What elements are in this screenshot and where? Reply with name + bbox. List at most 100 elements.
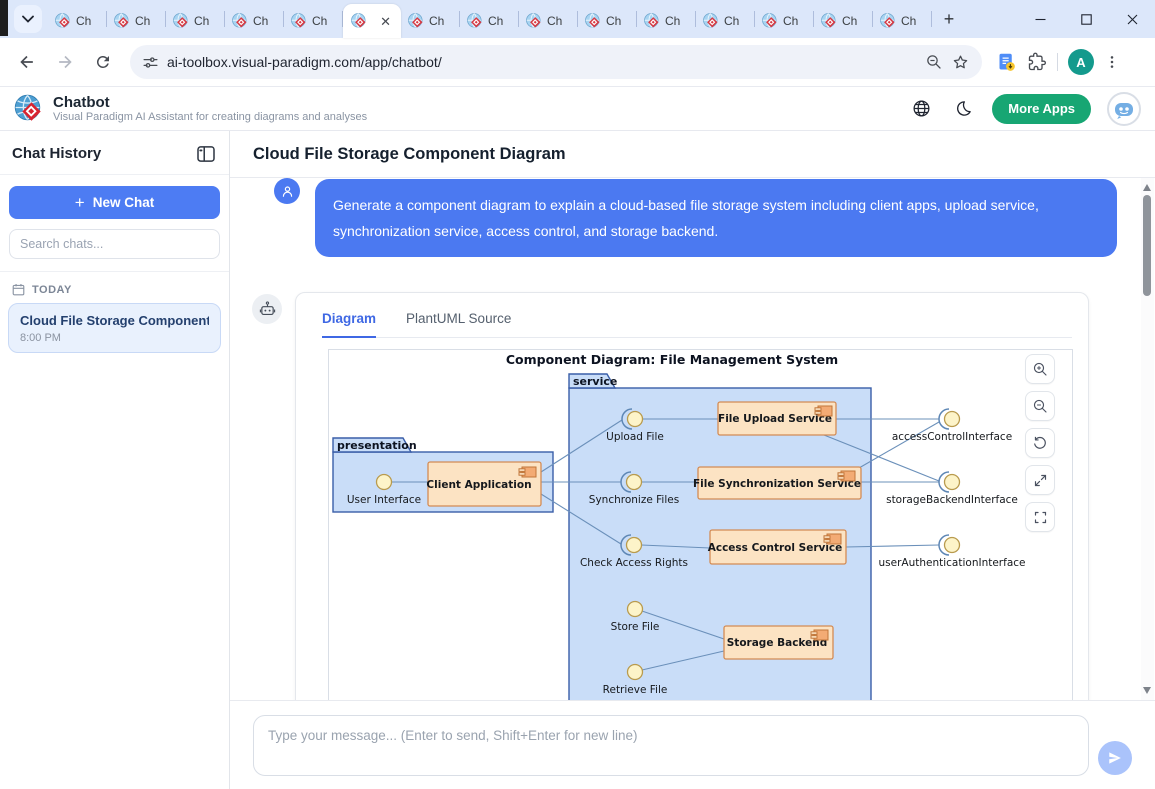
- new-chat-button[interactable]: + New Chat: [9, 186, 220, 219]
- scrollbar-down-arrow[interactable]: [1143, 687, 1151, 694]
- browser-tab-active[interactable]: ✕: [343, 4, 401, 38]
- fullscreen-button[interactable]: [1025, 502, 1055, 532]
- tab-title: Ch: [429, 14, 444, 28]
- browser-tab[interactable]: Ch: [225, 4, 283, 38]
- browser-tab[interactable]: Ch: [107, 4, 165, 38]
- visual-paradigm-favicon: [55, 13, 71, 29]
- reload-button[interactable]: [86, 45, 120, 79]
- user-avatar: [274, 178, 300, 204]
- chat-history-item[interactable]: Cloud File Storage Component ... 8:00 PM: [8, 303, 221, 353]
- browser-tab[interactable]: Ch: [284, 4, 342, 38]
- more-apps-button[interactable]: More Apps: [992, 94, 1091, 124]
- scrollbar-up-arrow[interactable]: [1143, 184, 1151, 191]
- browser-tab[interactable]: Ch: [814, 4, 872, 38]
- close-window-button[interactable]: [1109, 0, 1155, 38]
- browser-toolbar: ai-toolbox.visual-paradigm.com/app/chatb…: [0, 38, 1155, 87]
- svg-text:Store File: Store File: [611, 621, 660, 633]
- tab-diagram[interactable]: Diagram: [322, 311, 376, 337]
- fit-to-screen-button[interactable]: [1025, 465, 1055, 495]
- diagram-canvas[interactable]: Component Diagram: File Management Syste…: [328, 349, 1073, 700]
- tab-title: Ch: [724, 14, 739, 28]
- visual-paradigm-favicon: [291, 13, 307, 29]
- minimize-button[interactable]: [1017, 0, 1063, 38]
- extensions-puzzle-icon[interactable]: [1027, 52, 1047, 72]
- scrollbar-thumb[interactable]: [1143, 195, 1151, 296]
- browser-tab[interactable]: Ch: [401, 4, 459, 38]
- tab-title: Ch: [842, 14, 857, 28]
- search-chats-input[interactable]: [9, 229, 220, 259]
- visual-paradigm-logo: [14, 94, 44, 124]
- ball-check-access-rights: [627, 538, 642, 553]
- new-chat-label: New Chat: [93, 195, 155, 210]
- plus-icon: +: [75, 193, 85, 213]
- browser-tab[interactable]: Ch: [873, 4, 931, 38]
- tab-plantuml-source[interactable]: PlantUML Source: [406, 311, 511, 337]
- address-bar[interactable]: ai-toolbox.visual-paradigm.com/app/chatb…: [130, 45, 982, 79]
- browser-tab[interactable]: Ch: [637, 4, 695, 38]
- bookmark-star-icon[interactable]: [951, 53, 970, 72]
- zoom-out-button[interactable]: [1025, 391, 1055, 421]
- svg-text:storageBackendInterface: storageBackendInterface: [886, 494, 1018, 506]
- tab-title: Ch: [901, 14, 916, 28]
- back-icon: [17, 52, 37, 72]
- ball-retrieve-file: [628, 665, 643, 680]
- dark-mode-button[interactable]: [950, 96, 976, 122]
- visual-paradigm-favicon: [644, 13, 660, 29]
- tab-title: Ch: [135, 14, 150, 28]
- browser-tab[interactable]: Ch: [460, 4, 518, 38]
- browser-menu-icon[interactable]: [1104, 54, 1120, 70]
- person-icon: [280, 184, 295, 199]
- package-presentation-label: presentation: [337, 439, 417, 452]
- maximize-icon: [1081, 14, 1092, 25]
- svg-text:Check Access Rights: Check Access Rights: [580, 557, 688, 569]
- svg-text:Upload File: Upload File: [606, 431, 664, 443]
- browser-tab[interactable]: Ch: [48, 4, 106, 38]
- docs-extension-icon[interactable]: [996, 52, 1017, 73]
- svg-text:Storage Backend: Storage Backend: [727, 637, 827, 649]
- browser-tab[interactable]: Ch: [519, 4, 577, 38]
- message-input[interactable]: [253, 715, 1089, 776]
- visual-paradigm-favicon: [351, 13, 367, 29]
- tab-title: Ch: [312, 14, 327, 28]
- calendar-icon: [12, 283, 25, 296]
- toolbar-right: A: [996, 49, 1120, 75]
- bot-avatar: [252, 294, 282, 324]
- moon-icon: [955, 100, 972, 117]
- page-title: Cloud File Storage Component Diagram: [253, 145, 566, 164]
- chatbot-logo-chip[interactable]: [1107, 92, 1141, 126]
- ball-synchronize-files: [627, 475, 642, 490]
- browser-tab[interactable]: Ch: [166, 4, 224, 38]
- component-storage-backend: Storage Backend: [724, 626, 833, 659]
- diagram-result-card: Diagram PlantUML Source: [295, 292, 1089, 700]
- profile-avatar[interactable]: A: [1068, 49, 1094, 75]
- chat-messages-area[interactable]: Generate a component diagram to explain …: [230, 178, 1155, 700]
- back-button[interactable]: [10, 45, 44, 79]
- new-tab-button[interactable]: +: [936, 6, 962, 32]
- svg-text:Retrieve File: Retrieve File: [603, 684, 668, 696]
- url-text[interactable]: ai-toolbox.visual-paradigm.com/app/chatb…: [167, 54, 917, 70]
- chat-scrollbar[interactable]: [1141, 178, 1154, 700]
- visual-paradigm-favicon: [585, 13, 601, 29]
- ball-user-interface: [377, 475, 392, 490]
- zoom-in-button[interactable]: [1025, 354, 1055, 384]
- maximize-button[interactable]: [1063, 0, 1109, 38]
- browser-tab[interactable]: Ch: [578, 4, 636, 38]
- globe-icon: [912, 99, 931, 118]
- ball-upload-file: [628, 412, 643, 427]
- reset-icon: [1032, 435, 1048, 451]
- browser-tab[interactable]: Ch: [755, 4, 813, 38]
- package-service-label: service: [573, 375, 617, 388]
- forward-button[interactable]: [48, 45, 82, 79]
- window-controls: [1017, 0, 1155, 38]
- collapse-sidebar-icon[interactable]: [197, 146, 215, 162]
- language-button[interactable]: [908, 96, 934, 122]
- send-button[interactable]: [1098, 741, 1132, 775]
- visual-paradigm-favicon: [762, 13, 778, 29]
- zoom-out-page-icon[interactable]: [925, 53, 943, 71]
- app-subtitle: Visual Paradigm AI Assistant for creatin…: [53, 111, 367, 124]
- browser-tab[interactable]: Ch: [696, 4, 754, 38]
- reset-view-button[interactable]: [1025, 428, 1055, 458]
- tab-search-button[interactable]: [14, 5, 42, 33]
- tab-close-icon[interactable]: ✕: [378, 14, 393, 29]
- ball-user-authentication-interface: [945, 538, 960, 553]
